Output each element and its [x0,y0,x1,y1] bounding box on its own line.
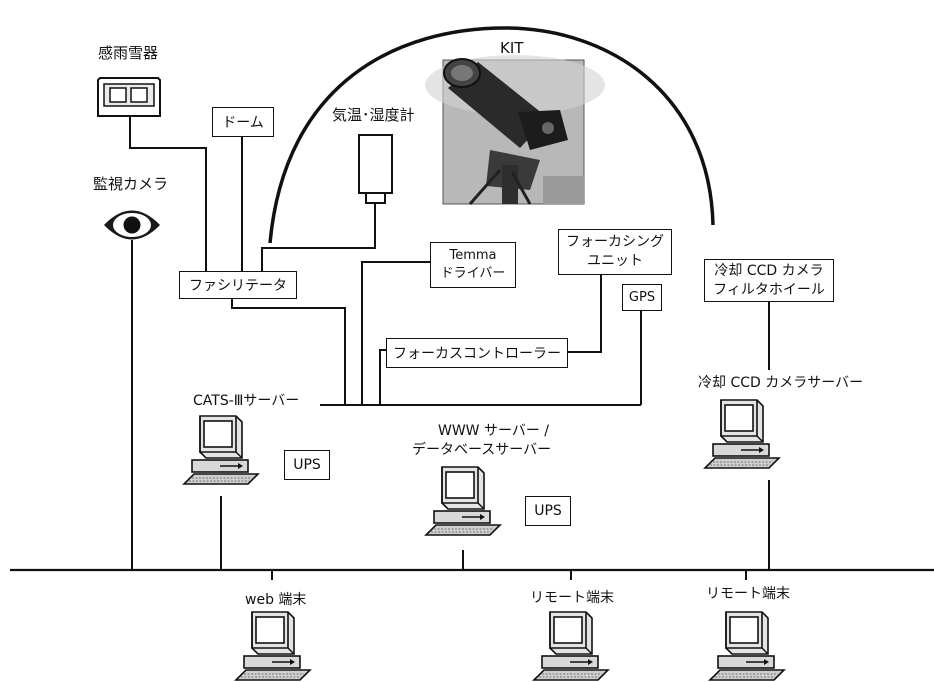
kit-label: KIT [500,39,524,57]
eye-camera-icon [104,210,160,240]
www-server-computer-icon [425,466,501,536]
ccd-camera-box: 冷却 CCD カメラ フィルタホイール [704,259,834,302]
ccd-server-computer-icon [704,399,780,469]
web-terminal-label: web 端末 [245,592,307,608]
rain-sensor-label: 感雨雪器 [98,44,159,62]
monitor-camera-label: 監視カメラ [93,175,169,193]
www-server-label-line1: WWW サーバー / [438,423,550,439]
focusing-unit-line1: フォーカシング [566,234,664,250]
ccd-server-label: 冷却 CCD カメラサーバー [698,375,864,391]
temma-driver-line1: Temma [449,248,497,263]
dome-box: ドーム [212,107,274,137]
connection-lines [129,115,770,580]
thermo-hygrometer-label: 気温･湿度計 [332,106,415,124]
temma-driver-box: Temma ドライバー [430,242,516,288]
ups-www-box: UPS [525,496,571,526]
cats-server-label: CATS-Ⅲサーバー [193,393,300,409]
remote-terminal-2-computer-icon [709,611,785,681]
focusing-unit-box: フォーカシング ユニット [558,229,672,275]
cats-server-computer-icon [183,415,259,485]
thermometer-icon [358,134,393,204]
www-server-label-line2: データベースサーバー [412,442,552,458]
gps-box: GPS [622,284,662,311]
focusing-unit-line2: ユニット [587,253,643,269]
rain-sensor-icon [97,77,161,117]
ccd-camera-line2: フィルタホイール [713,281,825,298]
ups-cats-box: UPS [284,450,330,480]
remote-terminal-1-label: リモート端末 [530,590,614,606]
dome-arc [268,26,715,244]
facilitator-box: ファシリテータ [179,271,297,299]
focus-controller-box: フォーカスコントローラー [386,338,568,368]
remote-terminal-1-computer-icon [533,611,609,681]
temma-driver-line2: ドライバー [440,266,506,281]
remote-terminal-2-label: リモート端末 [706,586,790,602]
web-terminal-computer-icon [235,611,311,681]
ccd-camera-line1: 冷却 CCD カメラ [714,262,824,279]
telescope-photo [425,55,605,205]
